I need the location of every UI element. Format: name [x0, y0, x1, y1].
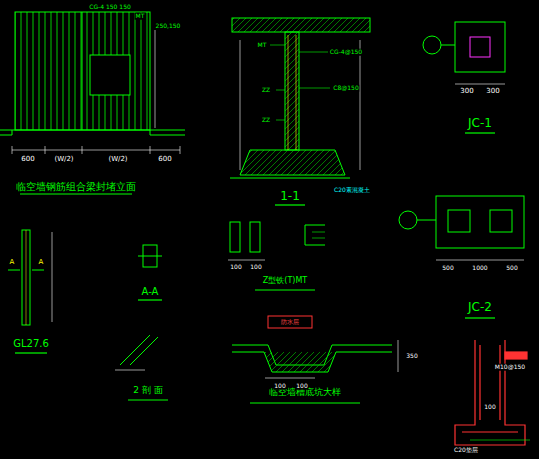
dimension: 100 — [249, 264, 262, 271]
material-note: C20垫层 — [453, 447, 479, 454]
wall-elevation — [15, 12, 150, 130]
view-title: 2 剖 面 — [132, 386, 163, 396]
dimension: 600 — [157, 156, 172, 164]
dimension: 250,150 — [155, 23, 182, 30]
section-mark: A — [9, 259, 16, 267]
rebar-note: M10@150 — [494, 364, 526, 371]
dimension: 300 — [485, 88, 500, 96]
dimension: 500 — [441, 265, 454, 272]
material-note: C20素混凝土 — [333, 187, 371, 194]
view-title: JC-1 — [467, 117, 493, 130]
dimension: (W/2) — [53, 156, 74, 164]
rebar-note: CG-4 150 150 — [88, 4, 132, 11]
dimension: (W/2) — [107, 156, 128, 164]
rebar-note: CG-4@150 — [329, 49, 363, 56]
dimension: 500 — [505, 265, 518, 272]
dimension: 100 — [273, 383, 286, 390]
view-title: 临空墙钢筋组合梁封堵立面 — [15, 181, 137, 192]
dimension: 100 — [295, 383, 308, 390]
dimension: 600 — [20, 156, 35, 164]
part-mark: ZZ — [261, 117, 271, 124]
rebar-note: C8@150 — [332, 85, 359, 92]
part-mark: ZZ — [261, 87, 271, 94]
dimension: 1000 — [471, 265, 488, 272]
view-title: GL27.6 — [12, 338, 50, 349]
part-mark: MT — [257, 42, 268, 49]
material-note: 防水层 — [280, 319, 300, 326]
view-title: Z型铁(T)MT — [262, 277, 308, 286]
dimension: 100 — [483, 404, 496, 411]
section-title: 1-1 — [279, 190, 301, 203]
dimension: 100 — [229, 264, 242, 271]
dimension: 300 — [459, 88, 474, 96]
view-title: 临空墙槽底坑大样 — [268, 388, 342, 398]
dimension: 350 — [405, 353, 418, 360]
view-title: A-A — [141, 286, 160, 297]
section-mark: A — [38, 259, 45, 267]
part-mark: MT — [135, 13, 146, 20]
view-title: JC-2 — [467, 301, 493, 314]
